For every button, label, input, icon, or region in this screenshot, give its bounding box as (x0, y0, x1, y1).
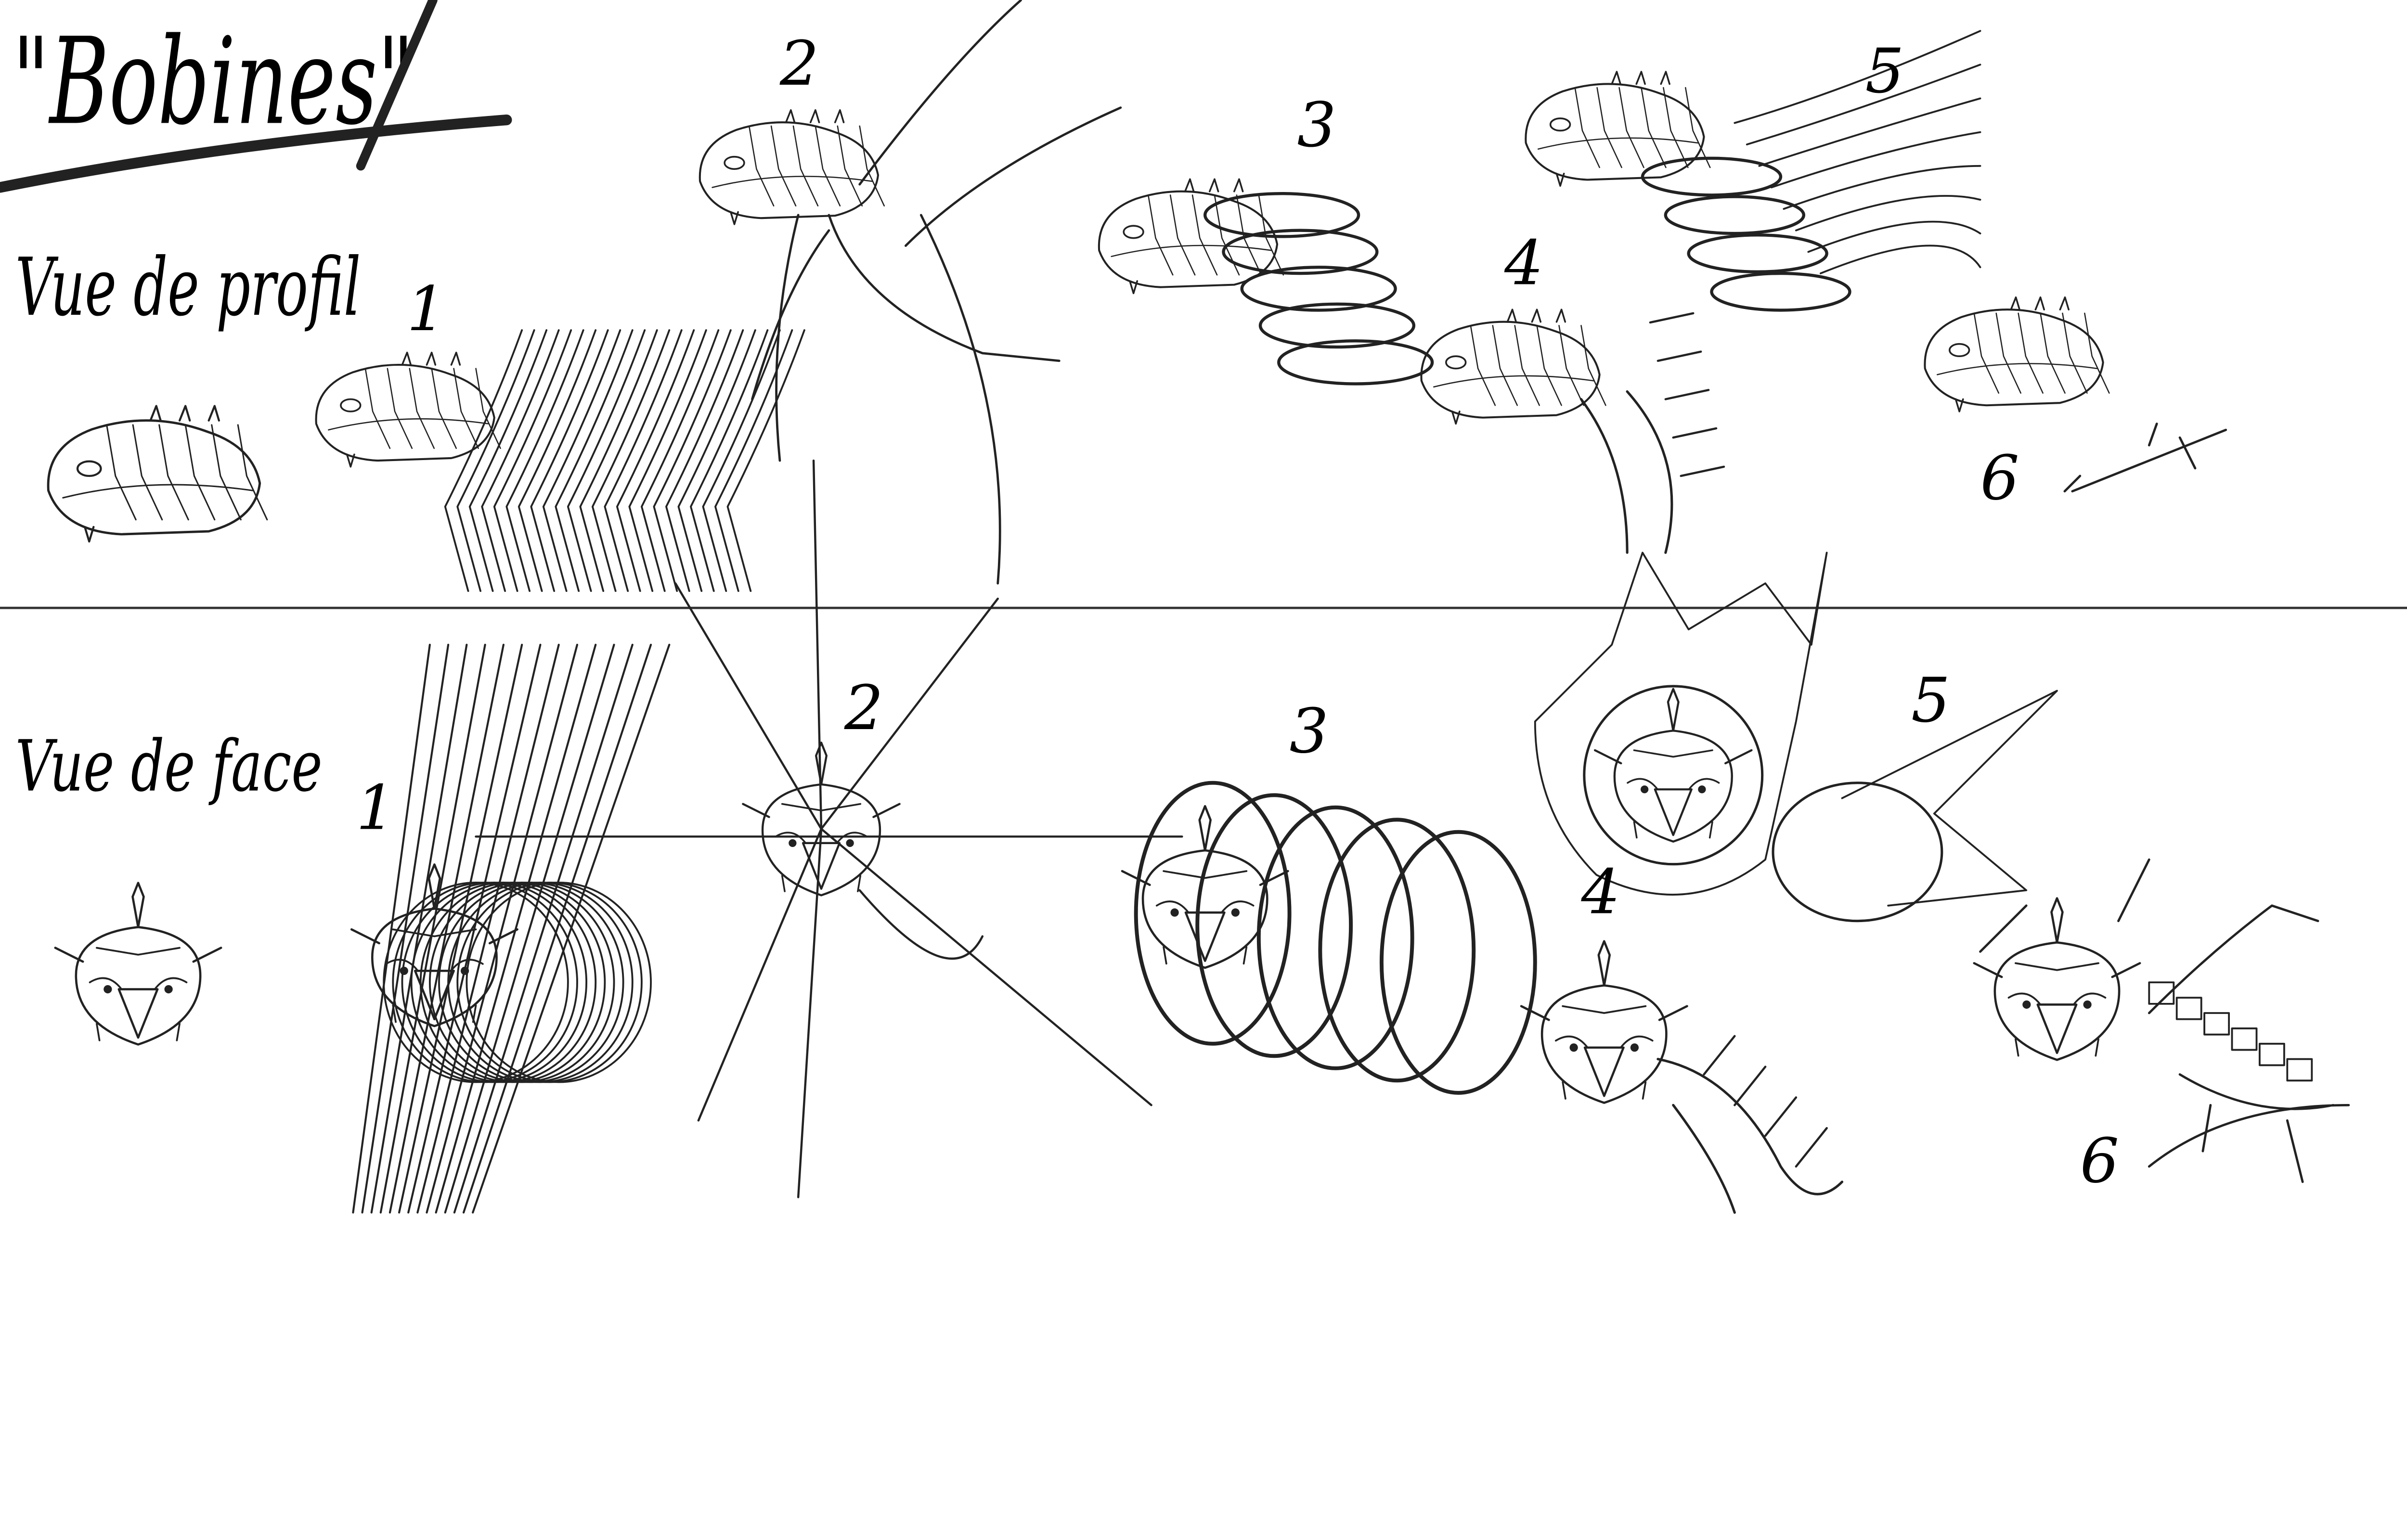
profile-stage3-coils (1204, 192, 1434, 385)
front-stage-number: 6 (2080, 1126, 2119, 1197)
front-head (1593, 688, 1753, 843)
profile-head (699, 109, 885, 225)
front-view-label: Vue de face (15, 725, 323, 808)
sheet-title: "Bobines" (13, 12, 414, 152)
figures (47, 0, 2350, 1214)
sketch-sheet: "Bobines" Vue de profil Vue de face 1 2 3 4… (0, 0, 2407, 1214)
front-stage4-body (1656, 1035, 1844, 1214)
profile-stage-number: 3 (1297, 90, 1336, 161)
profile-stage1-strands (444, 329, 805, 592)
front-stage2-tendrils (475, 459, 1183, 1198)
front-stage-number: 4 (1580, 857, 1620, 928)
profile-stage-number: 6 (1980, 443, 2019, 514)
profile-stage-number: 1 (407, 274, 446, 345)
front-head (54, 882, 222, 1046)
front-stage-number: 2 (844, 673, 883, 744)
profile-stage-number: 2 (779, 28, 819, 100)
profile-head (315, 351, 501, 468)
profile-stage5-flames (1641, 30, 1981, 312)
front-stage1-rings (352, 643, 671, 1214)
front-head (742, 741, 901, 897)
front-stage3-coils (1134, 781, 1537, 1095)
front-head (1520, 940, 1688, 1104)
front-head (1973, 897, 2141, 1061)
profile-head (1924, 296, 2110, 412)
title-block: "Bobines" (0, 0, 512, 193)
stage-numbers: 1 2 3 4 5 6 1 2 3 4 5 6 (356, 28, 2119, 1197)
profile-head (1420, 308, 1606, 425)
profile-stage4-body (1579, 312, 1725, 554)
front-stage-number: 5 (1911, 665, 1950, 736)
front-stage-number: 1 (356, 772, 395, 844)
profile-head (1525, 71, 1711, 187)
profile-stage6-segments (2063, 423, 2227, 493)
title-underline (0, 114, 512, 193)
front-stage5-aura (1534, 552, 2058, 923)
profile-stage-number: 4 (1504, 228, 1543, 299)
profile-stage-number: 5 (1865, 36, 1904, 107)
front-stage6-segments (1979, 858, 2350, 1183)
profile-head (1098, 178, 1284, 295)
profile-view-label: Vue de profil (15, 241, 361, 334)
front-head (350, 863, 518, 1027)
title-slash (356, 0, 438, 171)
front-stage-number: 3 (1290, 696, 1329, 767)
profile-stage2-tendrils (751, 0, 1122, 585)
front-head (1121, 805, 1289, 969)
profile-head (47, 405, 268, 543)
